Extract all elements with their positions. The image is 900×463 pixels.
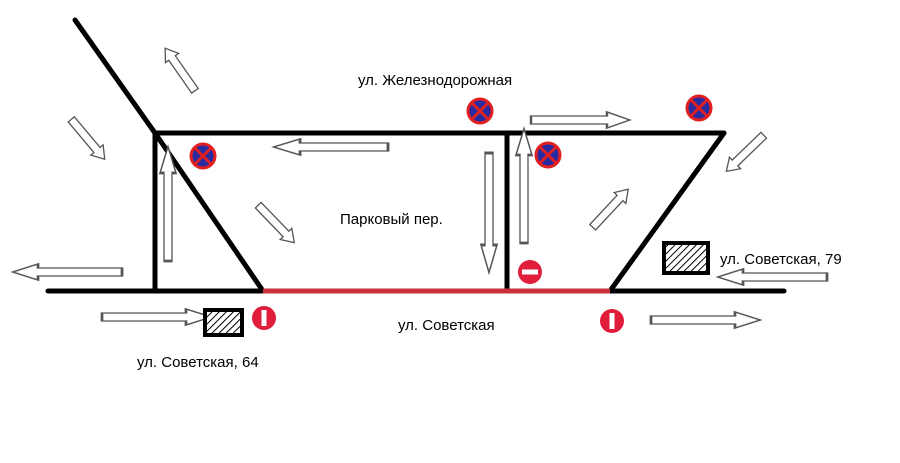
- arrow-icon: [157, 42, 203, 97]
- arrow-icon: [64, 113, 112, 165]
- no-entry-sign-icon: [600, 309, 624, 333]
- building-icon: [662, 241, 710, 275]
- arrow-icon: [11, 262, 124, 282]
- building-label-sovetskaya-64: ул. Советская, 64: [137, 354, 259, 371]
- arrow-icon: [158, 145, 178, 263]
- road-right-diagonal: [607, 130, 727, 294]
- arrow-icon: [479, 151, 499, 275]
- arrow-icon: [251, 199, 301, 249]
- no-stopping-sign-icon: [466, 97, 494, 125]
- arrow-icon: [649, 310, 762, 330]
- no-stopping-sign-icon: [685, 94, 713, 122]
- no-entry-signs: [252, 260, 624, 333]
- arrow-icon: [529, 110, 632, 130]
- no-stopping-sign-icon: [189, 142, 217, 170]
- building-icon: [203, 308, 244, 337]
- arrow-icon: [586, 183, 635, 234]
- arrow-icon: [272, 137, 390, 157]
- no-stopping-signs: [189, 94, 713, 170]
- arrow-icon: [720, 128, 770, 178]
- road-left-diagonal: [152, 130, 266, 294]
- arrow-icon: [514, 127, 534, 245]
- street-label-zheleznodorozhnaya: ул. Железнодорожная: [358, 72, 512, 89]
- no-entry-sign-icon: [518, 260, 542, 284]
- arrow-icon: [716, 267, 829, 287]
- lane-label-parkovy: Парковый пер.: [340, 211, 443, 228]
- building-label-sovetskaya-79: ул. Советская, 79: [720, 251, 842, 268]
- road-diagonal-upper-left: [72, 17, 158, 136]
- street-label-sovetskaya: ул. Советская: [398, 317, 495, 334]
- no-entry-sign-icon: [252, 306, 276, 330]
- roads: [45, 17, 787, 294]
- arrow-icon: [100, 307, 213, 327]
- no-stopping-sign-icon: [534, 141, 562, 169]
